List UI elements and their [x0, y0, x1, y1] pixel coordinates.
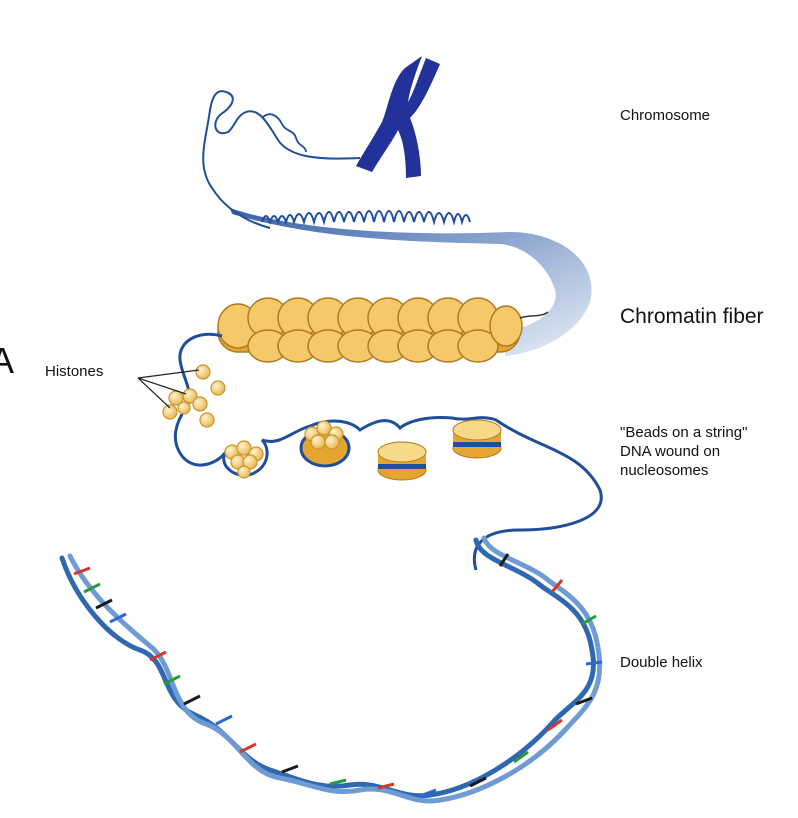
chromatin-fiber	[217, 297, 549, 363]
histones-pointer-lines	[137, 369, 200, 409]
chromosome-dna-loop	[202, 90, 361, 229]
panel-letter: A	[0, 340, 15, 381]
looped-fiber-band	[230, 208, 592, 356]
nucleosome-3	[452, 419, 502, 459]
nucleosome-1	[299, 420, 351, 468]
histones-label: Histones	[45, 363, 104, 380]
beads-dna-strand	[173, 332, 603, 571]
double-helix	[59, 535, 603, 804]
chromosome-label: Chromosome	[620, 107, 711, 124]
chromosome-dna-squiggle	[261, 113, 307, 153]
chromosome-icon	[356, 56, 440, 178]
fiber-loops	[261, 210, 471, 226]
chromatin-fiber-label: Chromatin fiber	[620, 305, 764, 328]
histone-octamer-1	[224, 440, 264, 479]
histone-beads	[162, 364, 226, 428]
double-helix-label: Double helix	[620, 654, 703, 671]
beads-on-string-label: "Beads on a string" DNA wound on nucleos…	[620, 424, 748, 479]
nucleosome-2	[377, 441, 427, 481]
